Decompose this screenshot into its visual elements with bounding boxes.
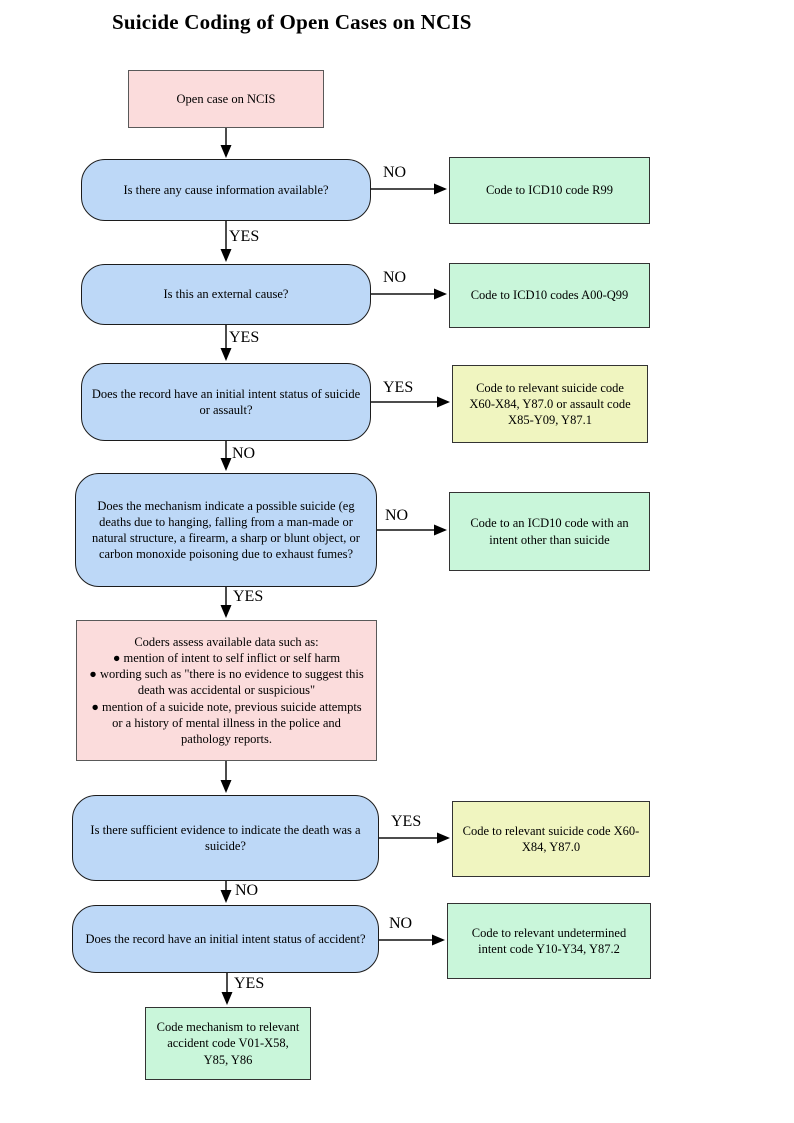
node-result-undetermined-intent-text: Code to relevant undetermined intent cod… — [471, 925, 627, 956]
node-question-cause-info: Is there any cause information available… — [81, 159, 371, 221]
edge-label-q1-yes: YES — [229, 228, 260, 245]
node-question-mechanism-text: Does the mechanism indicate a possible s… — [92, 498, 360, 562]
edge-label-q6-no: NO — [389, 915, 413, 932]
node-coders-assess: Coders assess available data such as: ● … — [76, 620, 377, 761]
edge-label-q5-yes: YES — [391, 813, 422, 830]
node-question-intent-suicide-assault-text: Does the record have an initial intent s… — [91, 386, 361, 417]
edge-label-q6-yes: YES — [234, 975, 265, 992]
node-question-sufficient-evidence: Is there sufficient evidence to indicate… — [72, 795, 379, 881]
node-result-suicide-codes-text: Code to relevant suicide code X60-X84, Y… — [462, 823, 640, 854]
node-question-external-cause-text: Is this an external cause? — [163, 287, 289, 302]
page-title: Suicide Coding of Open Cases on NCIS — [112, 10, 472, 34]
edge-label-q4-yes: YES — [233, 588, 264, 605]
node-result-r99: Code to ICD10 code R99 — [449, 157, 650, 224]
node-question-intent-suicide-assault: Does the record have an initial intent s… — [81, 363, 371, 441]
node-coders-assess-bullet: ● wording such as "there is no evidence … — [89, 667, 364, 698]
node-result-a00-q99: Code to ICD10 codes A00-Q99 — [449, 263, 650, 328]
node-coders-assess-heading: Coders assess available data such as: — [134, 634, 319, 649]
node-result-a00-q99-text: Code to ICD10 codes A00-Q99 — [470, 288, 629, 303]
node-result-accident-codes-text: Code mechanism to relevant accident code… — [156, 1020, 300, 1067]
node-result-undetermined-intent: Code to relevant undetermined intent cod… — [447, 903, 651, 979]
node-result-accident-codes: Code mechanism to relevant accident code… — [145, 1007, 311, 1080]
node-result-suicide-assault-codes-text: Code to relevant suicide code X60-X84, Y… — [469, 380, 631, 428]
node-question-intent-accident: Does the record have an initial intent s… — [72, 905, 379, 973]
edge-label-q3-no: NO — [232, 445, 256, 462]
edge-label-q2-no: NO — [383, 269, 407, 286]
node-coders-assess-bullet: ● mention of a suicide note, previous su… — [91, 699, 362, 747]
node-result-suicide-assault-codes: Code to relevant suicide code X60-X84, Y… — [452, 365, 648, 443]
edge-label-q4-no: NO — [385, 507, 409, 524]
node-result-other-intent: Code to an ICD10 code with an intent oth… — [449, 492, 650, 571]
node-coders-assess-bullet: ● mention of intent to self inflict or s… — [112, 650, 341, 665]
edge-label-q5-no: NO — [235, 882, 259, 899]
edge-label-q1-no: NO — [383, 164, 407, 181]
node-question-sufficient-evidence-text: Is there sufficient evidence to indicate… — [90, 822, 361, 853]
edge-label-q3-yes: YES — [383, 379, 414, 396]
node-result-r99-text: Code to ICD10 code R99 — [485, 183, 614, 198]
node-question-external-cause: Is this an external cause? — [81, 264, 371, 325]
node-result-other-intent-text: Code to an ICD10 code with an intent oth… — [470, 516, 629, 547]
node-question-cause-info-text: Is there any cause information available… — [123, 182, 329, 197]
edge-label-q2-yes: YES — [229, 329, 260, 346]
node-result-suicide-codes: Code to relevant suicide code X60-X84, Y… — [452, 801, 650, 877]
node-open-case: Open case on NCIS — [128, 70, 324, 128]
node-question-mechanism: Does the mechanism indicate a possible s… — [75, 473, 377, 587]
node-question-intent-accident-text: Does the record have an initial intent s… — [85, 931, 366, 946]
node-open-case-text: Open case on NCIS — [176, 91, 276, 106]
